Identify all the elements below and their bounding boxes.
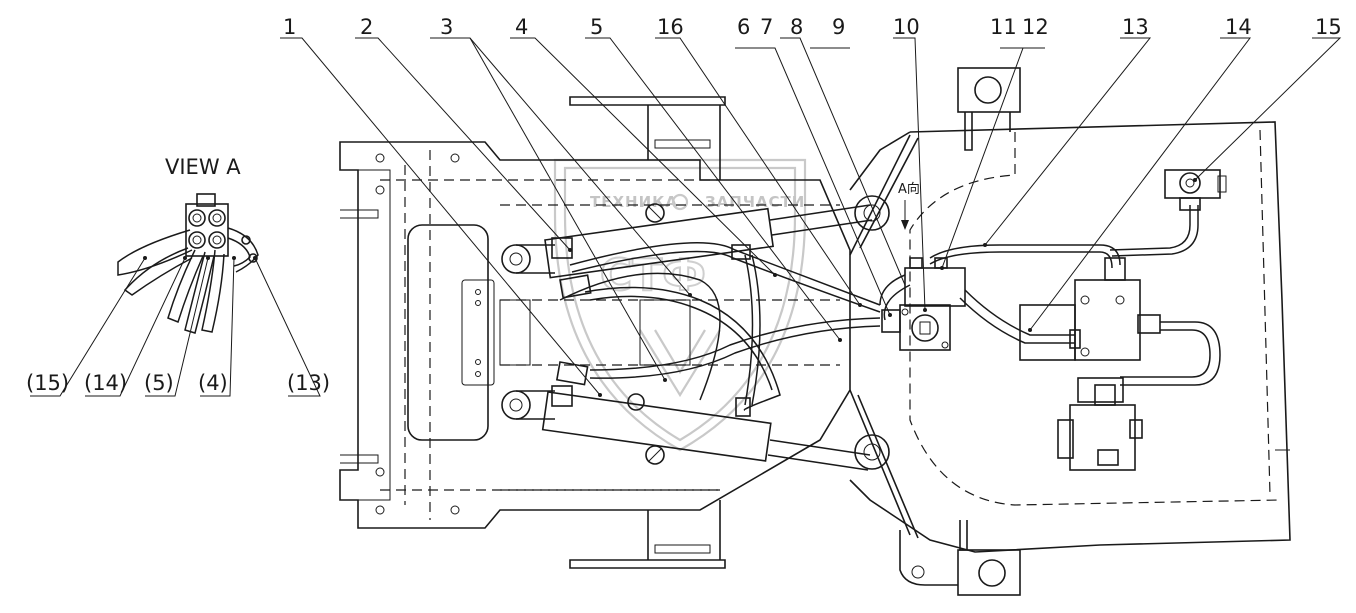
callout-9: 9 (832, 15, 845, 39)
callout-4: 4 (515, 15, 528, 39)
view-a-indicator: A向 (898, 181, 920, 230)
view-a-title: VIEW A (165, 155, 241, 179)
view-a-arrow-label: A向 (898, 181, 920, 197)
view-a-callout-4: (4) (198, 371, 228, 395)
control-valve-block (1019, 257, 1161, 471)
pressure-switch-block (1164, 169, 1227, 211)
callout-11: 11 (990, 15, 1017, 39)
callout-16: 16 (657, 15, 684, 39)
watermark-text-left: ТЕХНИКА (590, 193, 678, 211)
lower-cylinder (501, 390, 890, 471)
callout-6: 6 (737, 15, 750, 39)
leader-lines (280, 37, 1342, 397)
callout-15: 15 (1315, 15, 1342, 39)
main-valve-block (881, 257, 966, 351)
watermark-text-right: ЗАПЧАСТИ (705, 193, 805, 211)
callout-14: 14 (1225, 15, 1252, 39)
callout-5: 5 (590, 15, 603, 39)
view-a-callout-14: (14) (84, 371, 127, 395)
watermark: ТЕХНИКА ЗАПЧАСТИ СТФ (553, 158, 807, 452)
callout-13: 13 (1122, 15, 1149, 39)
callout-2: 2 (360, 15, 373, 39)
view-a-callout-13: (13) (287, 371, 330, 395)
main-frame (339, 96, 851, 569)
callout-numbers: 1 2 3 4 5 16 6 7 8 9 10 11 12 13 14 15 (283, 15, 1342, 39)
view-a-callout-5: (5) (144, 371, 174, 395)
view-a-callout-15: (15) (26, 371, 69, 395)
callout-3: 3 (440, 15, 453, 39)
callout-1: 1 (283, 15, 296, 39)
callout-8: 8 (790, 15, 803, 39)
callout-10: 10 (893, 15, 920, 39)
callout-12: 12 (1022, 15, 1049, 39)
callout-7: 7 (760, 15, 773, 39)
view-a-detail: VIEW A (15) (14) (5) (4) (13) (26, 155, 330, 397)
hoses (551, 205, 1221, 417)
